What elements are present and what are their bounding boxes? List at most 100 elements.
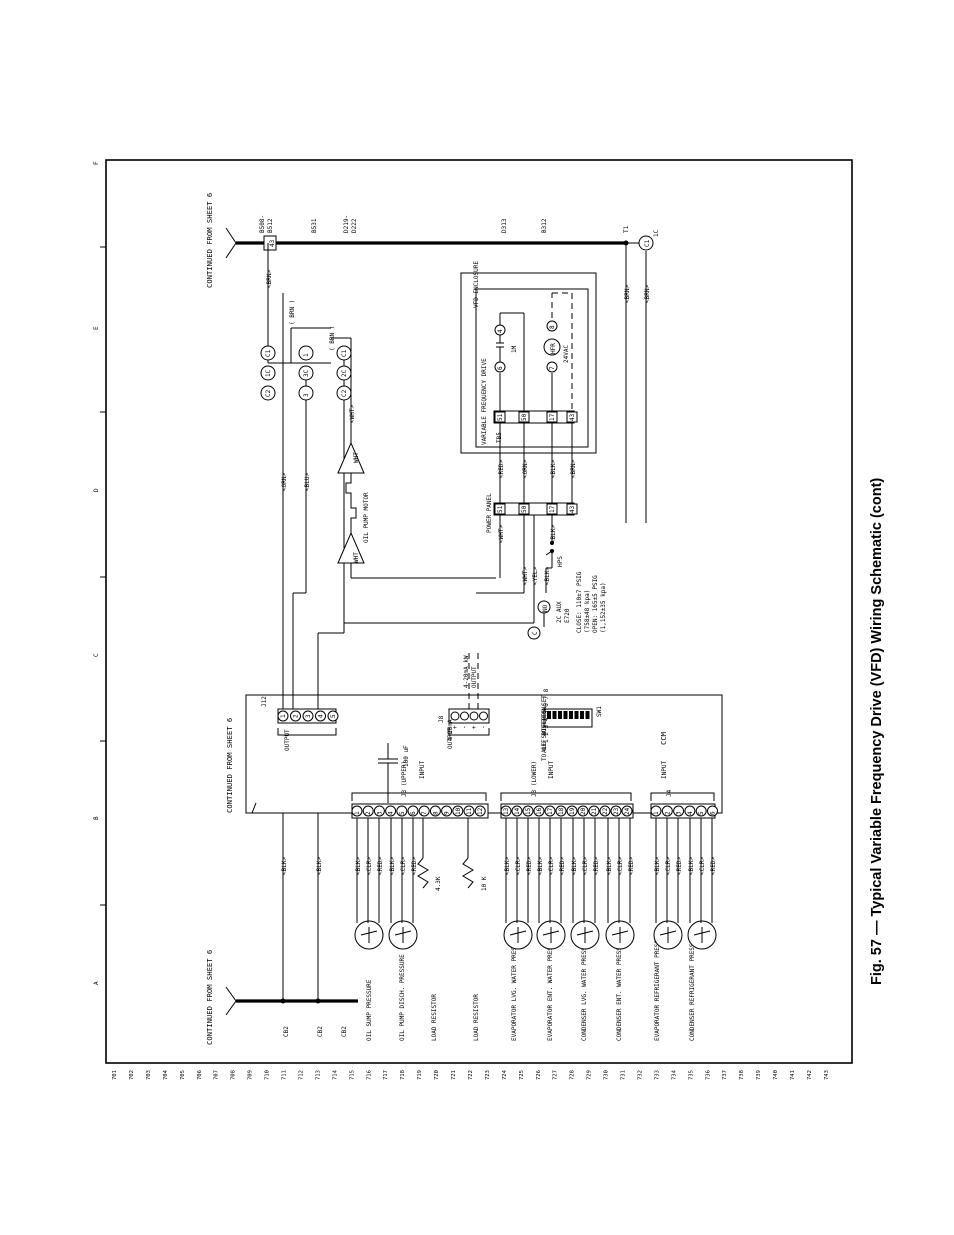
grid-letter: D [93, 488, 100, 492]
terminal-pin-label: 4 [687, 811, 694, 815]
wire-d222: D222 [351, 218, 358, 233]
motor-winding-2 [337, 441, 365, 474]
svg-text:<BRN>: <BRN> [624, 285, 631, 303]
transducer-symbol [659, 927, 677, 943]
sw1-dip-switch[interactable] [543, 708, 593, 728]
terminal-pin-label: 20 [580, 807, 587, 815]
line-number: 724 [502, 1069, 508, 1080]
line-number: 718 [400, 1070, 406, 1080]
wire-color-label: <CLR> [699, 857, 706, 875]
wire-t1: T1 [623, 225, 630, 233]
terminal-pin [463, 805, 475, 817]
sw1-label: SW1 [596, 706, 603, 717]
line-number: 733 [654, 1070, 660, 1080]
switch-note-1: ALL SWITCHES SET [541, 695, 548, 753]
wire-color-label: <CLR> [366, 857, 373, 875]
input-label-lower: INPUT [548, 761, 555, 779]
terminal-pin [441, 805, 453, 817]
terminal-pin [511, 805, 523, 817]
grid-letter: B [93, 816, 100, 820]
terminal-pin-label: 6 [410, 811, 417, 815]
transducer-symbol [542, 927, 560, 943]
wire-color-label: <CLR> [515, 857, 522, 875]
line-number: 740 [773, 1070, 779, 1080]
svg-text:<BLK>: <BLK> [550, 525, 557, 543]
j8-pin [450, 711, 460, 721]
j12-label: J12 [261, 696, 268, 707]
line-number: 732 [637, 1070, 643, 1080]
terminal-pin-label: 19 [569, 807, 576, 815]
j8-output-label2: OUTPUT [447, 727, 454, 749]
relay-terminal [298, 345, 314, 361]
terminal-pin-label: 17 [547, 807, 554, 815]
relay-1c-contact [638, 235, 654, 251]
terminal-pin [599, 805, 611, 817]
line-number: 722 [468, 1070, 474, 1080]
line-number: 735 [688, 1070, 694, 1080]
terminal-pin [396, 805, 408, 817]
j8-pin [479, 711, 488, 721]
j12-pin-label: 3 [305, 714, 312, 718]
power-panel-terminal-label: 51 [497, 505, 504, 513]
j12-pin-label: 4 [318, 714, 325, 718]
wire-color-label: <RED> [559, 857, 566, 875]
terminal-pin [673, 805, 685, 817]
relay-terminal-label: C1 [265, 349, 272, 357]
terminal-pin-label: 3 [676, 811, 683, 815]
tb5-terminal-label: 51 [497, 413, 504, 421]
line-number: 729 [587, 1070, 593, 1080]
terminal-pin-label: 14 [514, 807, 521, 815]
terminal-43-label: 43 [269, 239, 276, 247]
terminal-pin-label: 22 [602, 807, 609, 815]
j12-pin [327, 710, 339, 722]
power-panel-terminal [546, 503, 558, 515]
line-number: 702 [129, 1070, 135, 1080]
line-number: 721 [451, 1070, 457, 1080]
sensor-label: LOAD RESISTOR [431, 994, 438, 1041]
relay-terminal [260, 345, 276, 361]
terminal-pin-label: 5 [399, 811, 406, 815]
vfd-enclosure-label: VFD ENCLOSURE [473, 261, 480, 308]
svg-text:<BLK>: <BLK> [544, 567, 551, 585]
line-number: 703 [146, 1070, 152, 1080]
tb5-terminal-label: 50 [521, 413, 528, 421]
terminal-pin [707, 805, 718, 817]
line-number: 709 [248, 1070, 254, 1080]
wire-color-label: <RED> [498, 460, 505, 478]
line-number: 723 [485, 1070, 491, 1080]
line-number: 708 [231, 1070, 237, 1080]
tb5-terminal-label: 43 [569, 413, 576, 421]
sensor-label: EVAPORATOR ENT. WATER PRESSURE [547, 932, 554, 1041]
power-panel-terminals [493, 502, 575, 516]
svg-text:1M: 1M [511, 345, 518, 353]
svg-text:C: C [532, 631, 539, 635]
svg-text:(1,152±35 kpa): (1,152±35 kpa) [600, 582, 607, 633]
grid-letter: A [93, 981, 100, 985]
wire-color-label: <RED> [593, 857, 600, 875]
terminal-pin [610, 805, 622, 817]
svg-text:2C AUX: 2C AUX [556, 601, 563, 623]
relay-terminal-label: 3C [303, 369, 310, 377]
cb2-label-3: CB2 [341, 1026, 348, 1037]
dip-switch-lever [574, 711, 579, 719]
line-number: 715 [349, 1070, 355, 1080]
sensor-label: CONDENSER REFRIGERANT PRESSURE [689, 932, 696, 1041]
resistor-label-1: 4.3K [435, 876, 442, 891]
terminal-pin [661, 805, 673, 817]
dip-switch-lever [569, 711, 573, 719]
svg-text:24VAC: 24VAC [563, 345, 570, 363]
line-number: 719 [417, 1070, 423, 1080]
svg-text:<YEL>: <YEL> [532, 567, 539, 585]
terminal-pin [385, 805, 397, 817]
svg-text:<WHT>: <WHT> [522, 567, 529, 585]
svg-text:6: 6 [497, 366, 504, 370]
power-panel-terminal [494, 503, 506, 515]
wire-color-label: <BLK> [606, 857, 613, 875]
j8-output-label: 4-20mA [447, 719, 454, 741]
terminal-pin [522, 805, 534, 817]
cb2-label-1: CB2 [283, 1026, 290, 1037]
line-number: 705 [180, 1070, 186, 1080]
wire-color-label: <BLK> [355, 857, 362, 875]
